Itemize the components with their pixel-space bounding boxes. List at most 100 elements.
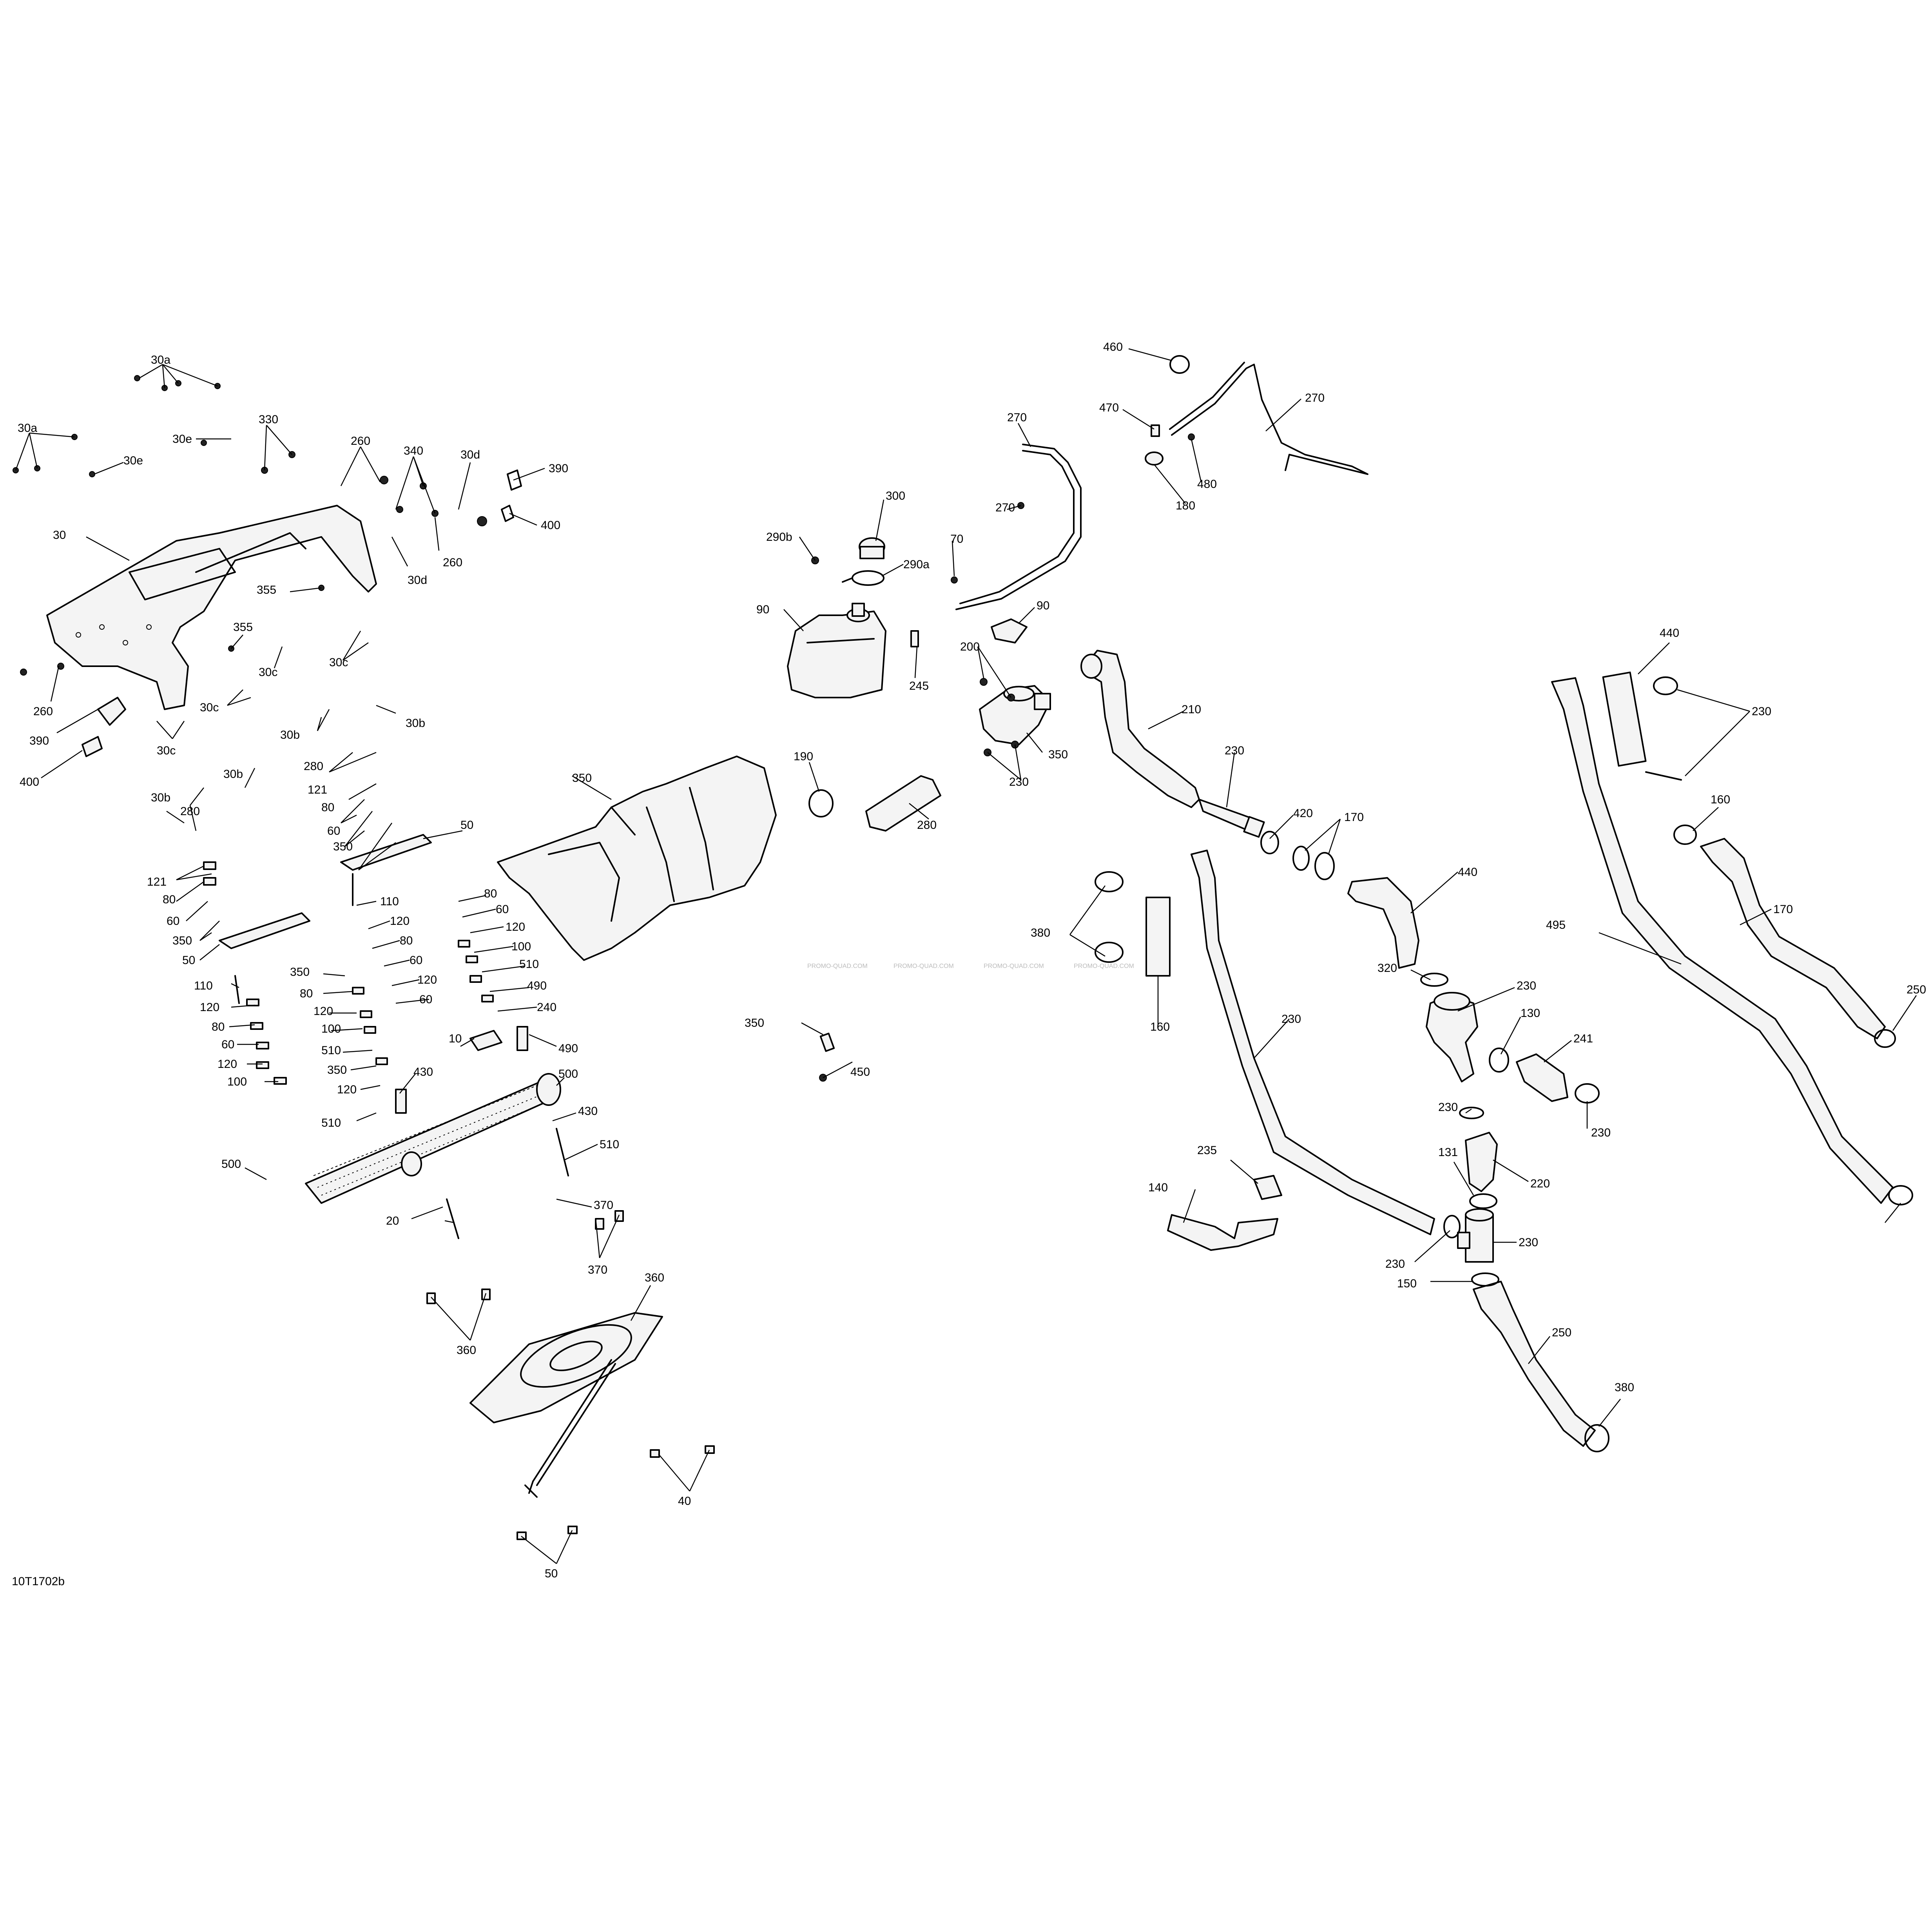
callout-label: 510: [519, 958, 539, 971]
callout-label: 40: [678, 1495, 691, 1508]
part-380-sleeve-left: [1145, 897, 1171, 977]
part-320-fitting: [1426, 992, 1478, 1082]
callout-label: 300: [886, 489, 905, 502]
callout-label: 30: [53, 529, 66, 542]
part-50-brackets: [219, 834, 432, 949]
callout-label: 330: [259, 413, 278, 426]
callout-label: 270: [995, 501, 1015, 514]
callout-label: 360: [645, 1271, 664, 1284]
callout-label: 80: [300, 987, 313, 1000]
part-160-hose-left: [1191, 850, 1435, 1235]
callout-label: 120: [390, 915, 410, 928]
callout-label: 120: [417, 973, 437, 986]
callout-label: 370: [594, 1199, 613, 1212]
callout-label: 120: [314, 1005, 333, 1018]
callout-label: 100: [321, 1022, 341, 1035]
callout-label: 121: [308, 783, 327, 796]
part-230-clamp-top: [1169, 355, 1190, 374]
leader-lines: [15, 348, 1917, 1564]
callout-label: 120: [200, 1001, 219, 1014]
callout-label: 30c: [157, 744, 176, 757]
callout-label: 30c: [259, 666, 277, 679]
part-440-clamps-right: [1645, 676, 1682, 781]
callout-label: 230: [1281, 1013, 1301, 1026]
part-200-housing: [979, 685, 1051, 745]
callout-label: 120: [337, 1083, 357, 1096]
callout-label: 500: [221, 1158, 241, 1171]
callout-label: 70: [950, 533, 963, 546]
callout-label: 355: [233, 621, 253, 634]
callout-label: 20: [386, 1214, 399, 1227]
callout-label: 270: [1305, 391, 1325, 404]
callout-label: 230: [1438, 1101, 1458, 1114]
callout-label: 350: [745, 1017, 764, 1029]
callout-label: 360: [457, 1344, 476, 1357]
callout-label: 290a: [903, 558, 930, 571]
part-30-front-bracket: [46, 505, 377, 710]
callout-label: 80: [163, 893, 176, 906]
callout-label: 30d: [460, 448, 480, 461]
callout-label: 390: [29, 734, 49, 747]
callout-label: 290b: [766, 531, 792, 544]
callout-label: 30c: [329, 656, 348, 669]
callout-label: 110: [380, 895, 399, 908]
callout-label: 210: [1182, 703, 1201, 716]
callout-label: 60: [410, 954, 422, 967]
callout-label: 200: [960, 640, 980, 653]
callout-label: 80: [321, 801, 334, 814]
watermark: PROMO-QUAD.COM: [984, 963, 1044, 970]
callout-label: 60: [327, 825, 340, 837]
callout-label: 80: [212, 1020, 225, 1033]
callout-label: 245: [909, 680, 929, 692]
callout-label: 230: [1225, 744, 1244, 757]
part-170-hose-long: [1551, 677, 1894, 1204]
callout-label: 30b: [406, 717, 425, 730]
callout-label: 510: [600, 1138, 619, 1151]
part-130-hose: [1516, 1053, 1568, 1102]
part-380-sleeve-right: [1602, 671, 1647, 767]
callout-label: 170: [1344, 811, 1364, 824]
part-40-duct: [497, 756, 777, 961]
callout-label: 50: [460, 819, 473, 832]
callout-label: 250: [1907, 983, 1926, 996]
callout-label: 121: [147, 875, 167, 888]
part-180-hose: [1080, 650, 1200, 808]
callout-label: 460: [1103, 341, 1123, 353]
callout-label: 450: [850, 1066, 870, 1078]
part-210-pipe: [1198, 799, 1265, 838]
part-450-tube: [955, 444, 1082, 610]
part-clamps-center: [1420, 973, 1609, 1452]
callout-label: 490: [558, 1042, 578, 1055]
callout-label: 170: [1773, 903, 1793, 916]
callout-label: 380: [1615, 1381, 1634, 1394]
callout-label: 30b: [280, 729, 300, 741]
part-10-radiator: [305, 1073, 569, 1239]
callout-label: 355: [257, 584, 276, 596]
callout-label: 230: [1591, 1126, 1611, 1139]
callout-label: 490: [527, 979, 547, 992]
callout-label: 270: [1007, 411, 1027, 424]
callout-label: 350: [327, 1064, 347, 1077]
callout-label: 230: [1385, 1258, 1405, 1270]
callout-label: 80: [400, 934, 413, 947]
callout-label: 220: [1530, 1177, 1550, 1190]
callout-label: 90: [756, 603, 769, 616]
callout-label: 390: [549, 462, 568, 475]
callout-label: 400: [541, 519, 560, 532]
callout-label: 510: [321, 1116, 341, 1129]
callout-label: 120: [217, 1058, 237, 1071]
part-480-grommet: [1145, 451, 1164, 466]
callout-label: 30a: [151, 353, 170, 366]
callout-label: 80: [484, 887, 497, 900]
callout-label: 260: [443, 556, 462, 569]
callout-label: 400: [20, 776, 39, 788]
callout-label: 30b: [151, 791, 170, 804]
callout-label: 50: [545, 1567, 558, 1580]
part-131-hose: [1465, 1132, 1498, 1192]
drawing-number: 10T1702b: [12, 1575, 65, 1588]
callout-label: 100: [511, 940, 531, 953]
callout-label: 260: [33, 705, 53, 718]
callout-label: 500: [558, 1067, 578, 1080]
callout-label: 140: [1148, 1181, 1168, 1194]
callout-label: 350: [172, 934, 192, 947]
